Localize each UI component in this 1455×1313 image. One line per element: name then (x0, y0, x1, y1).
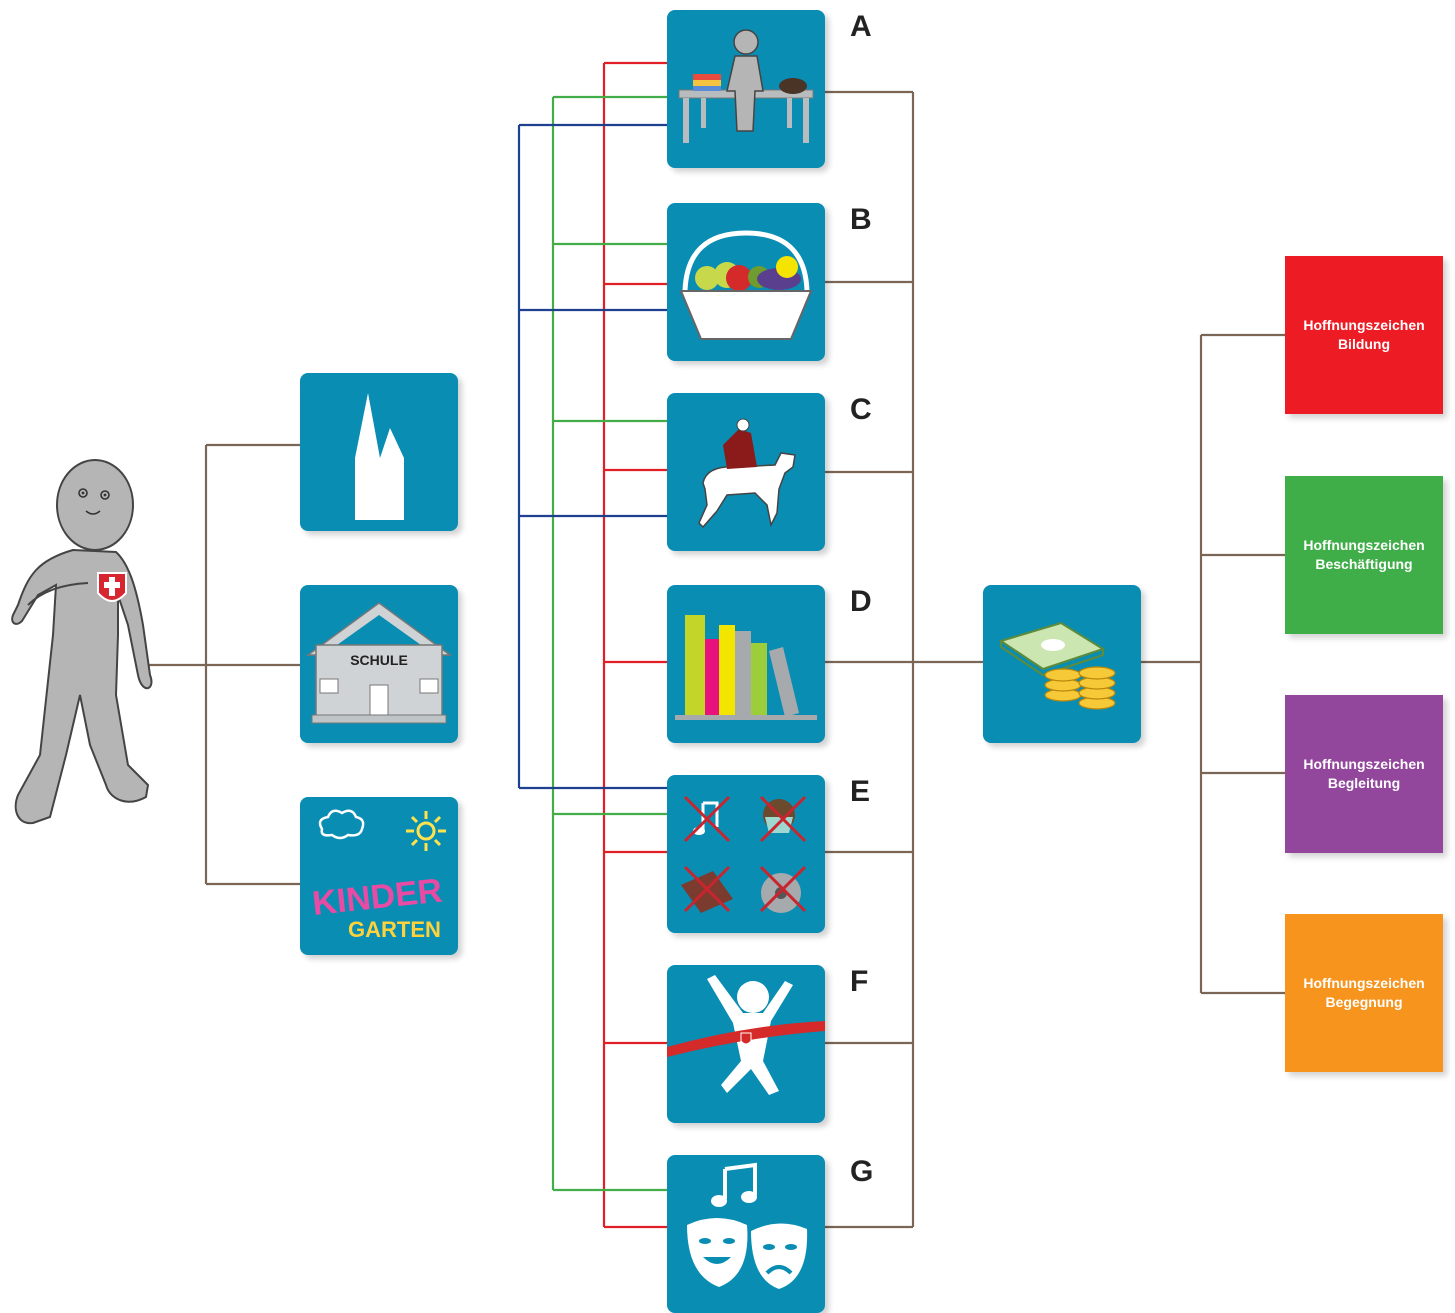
hope-box-title: Hoffnungszeichen (1303, 317, 1425, 333)
money-stack-icon (998, 621, 1116, 710)
tile-g (667, 1155, 825, 1313)
school-building-icon (305, 602, 453, 724)
label-f: F (850, 965, 869, 998)
person-connectors (145, 443, 300, 886)
hope-box-title: Hoffnungszeichen (1303, 975, 1425, 991)
label-e: E (850, 775, 871, 808)
money-connectors (825, 90, 1285, 1229)
label-a: A (850, 10, 872, 43)
tile-a (667, 10, 825, 168)
hope-box-subtitle: Begleitung (1327, 775, 1401, 791)
blue-connector-line (517, 123, 667, 790)
tile-c (667, 393, 825, 551)
tile-f (667, 965, 825, 1123)
fruit-basket-icon (679, 230, 813, 340)
books-icon (675, 615, 817, 720)
hope-box-beschaeftigung: Hoffnungszeichen Beschäftigung (1285, 476, 1443, 634)
hope-box-title: Hoffnungszeichen (1303, 756, 1425, 772)
tile-e (667, 775, 825, 933)
kindergarten-line2: GARTEN (348, 917, 441, 942)
label-b: B (850, 203, 872, 236)
hope-box-bildung: Hoffnungszeichen Bildung (1285, 256, 1443, 414)
school-label: SCHULE (350, 652, 408, 668)
hope-box-title: Hoffnungszeichen (1303, 537, 1425, 553)
crossed-out-treats-icon (681, 795, 807, 913)
runner-finish-line-icon (667, 975, 825, 1095)
hope-box-subtitle: Bildung (1337, 336, 1391, 352)
person-with-shield-icon (11, 459, 153, 825)
church-icon (355, 393, 404, 520)
green-connector-line (551, 95, 667, 1192)
theater-masks-icon (687, 1162, 808, 1289)
label-g: G (850, 1155, 874, 1188)
red-connector-line (602, 61, 667, 1229)
hope-box-begleitung: Hoffnungszeichen Begleitung (1285, 695, 1443, 853)
person-at-table-icon (678, 29, 814, 143)
tile-b (667, 203, 825, 361)
hope-box-subtitle: Begegnung (1325, 994, 1403, 1010)
kindergarten-tile: KINDER GARTEN (300, 797, 458, 955)
label-c: C (850, 393, 872, 426)
school-tile: SCHULE (300, 585, 458, 743)
tile-d (667, 585, 825, 743)
money-tile (983, 585, 1141, 743)
hope-box-subtitle: Beschäftigung (1315, 556, 1413, 572)
horse-rider-icon (698, 418, 796, 529)
kindergarten-drawing-icon: KINDER GARTEN (310, 809, 446, 942)
church-tile (300, 373, 458, 531)
kindergarten-line1: KINDER (310, 872, 444, 923)
hope-box-begegnung: Hoffnungszeichen Begegnung (1285, 914, 1443, 1072)
label-d: D (850, 585, 872, 618)
